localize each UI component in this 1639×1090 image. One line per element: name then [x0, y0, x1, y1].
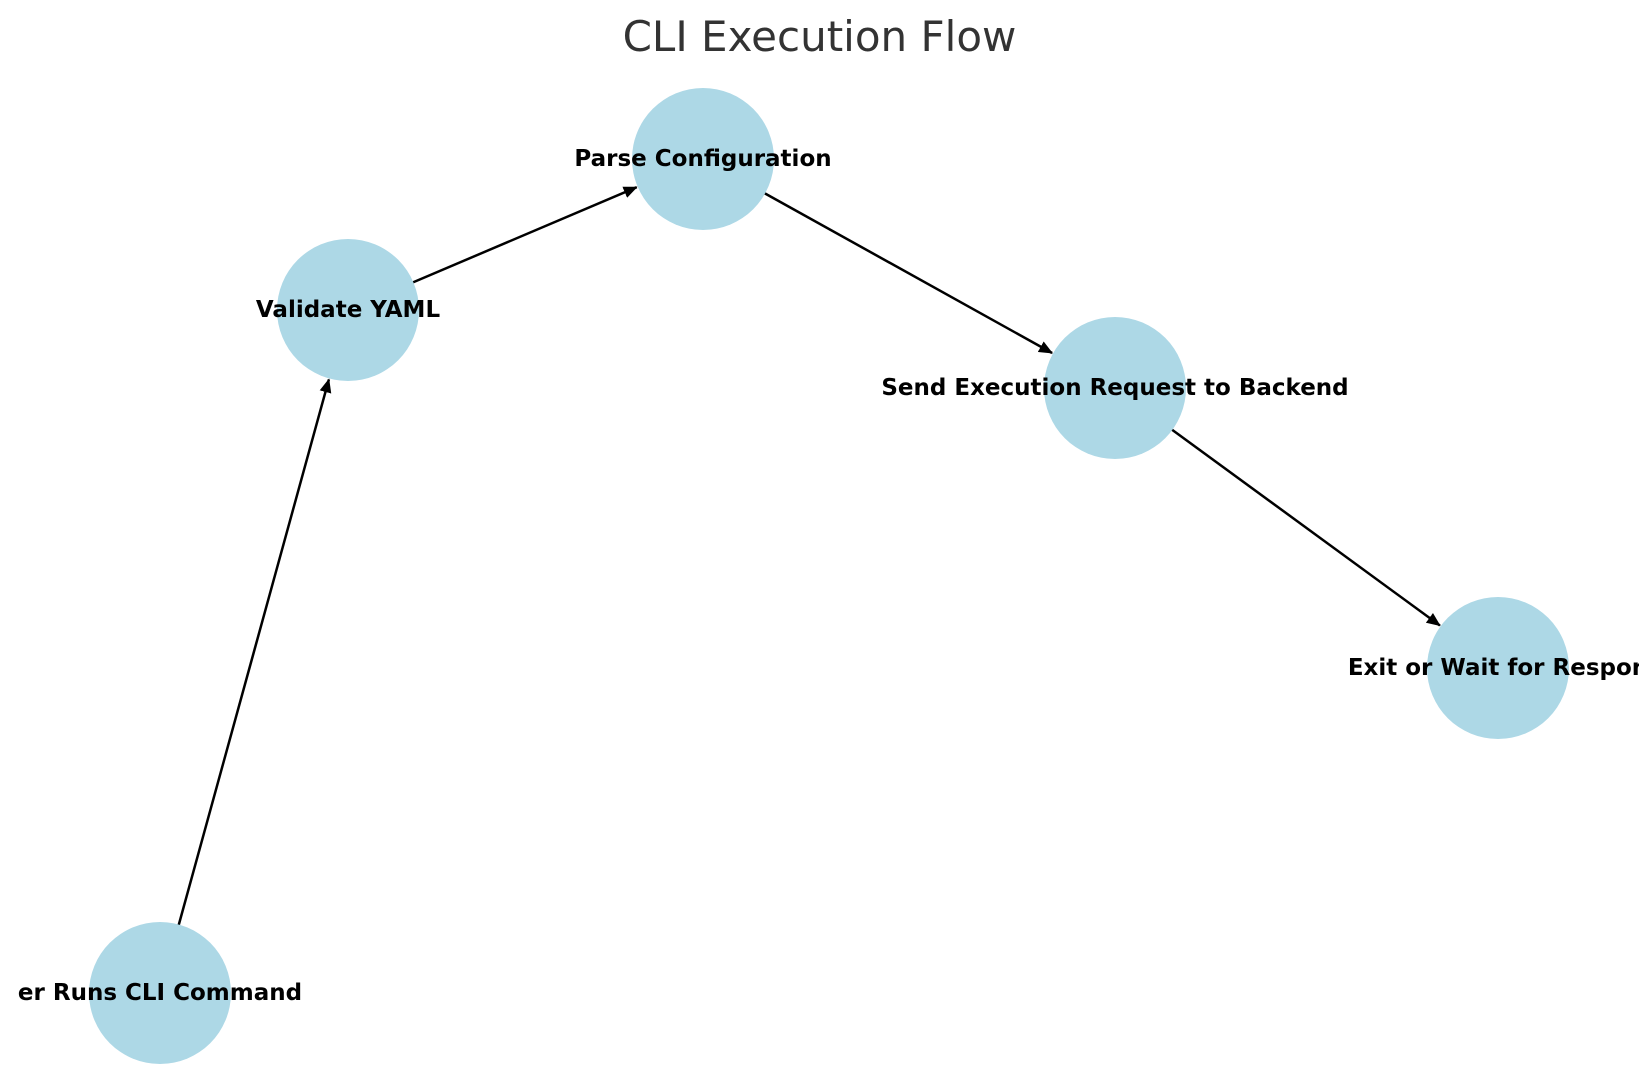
node-parse: Parse Configuration	[574, 88, 832, 230]
node-user: er Runs CLI Command	[18, 922, 302, 1064]
node-circle-user	[89, 922, 231, 1064]
node-label-user: er Runs CLI Command	[18, 980, 302, 1006]
node-send: Send Execution Request to Backend	[881, 317, 1349, 459]
edge-arrow-user-to-validate	[177, 378, 332, 927]
node-circle-validate	[277, 239, 419, 381]
node-label-parse: Parse Configuration	[574, 146, 831, 172]
node-label-exit: Exit or Wait for Respon	[1348, 655, 1639, 681]
node-circle-exit	[1427, 597, 1569, 739]
node-circle-send	[1044, 317, 1186, 459]
edge-arrow-parse-to-send	[762, 191, 1053, 355]
node-label-validate: Validate YAML	[256, 297, 441, 323]
node-exit: Exit or Wait for Respon	[1348, 597, 1639, 739]
diagram-title: CLI Execution Flow	[622, 12, 1017, 61]
node-validate: Validate YAML	[256, 239, 441, 381]
edges-layer	[177, 186, 1441, 927]
nodes-layer: er Runs CLI Command Validate YAML Parse Co…	[18, 88, 1639, 1064]
edge-arrow-validate-to-parse	[411, 186, 638, 285]
edge-arrow-send-to-exit	[1169, 427, 1441, 627]
node-label-send: Send Execution Request to Backend	[881, 375, 1348, 401]
node-circle-parse	[632, 88, 774, 230]
